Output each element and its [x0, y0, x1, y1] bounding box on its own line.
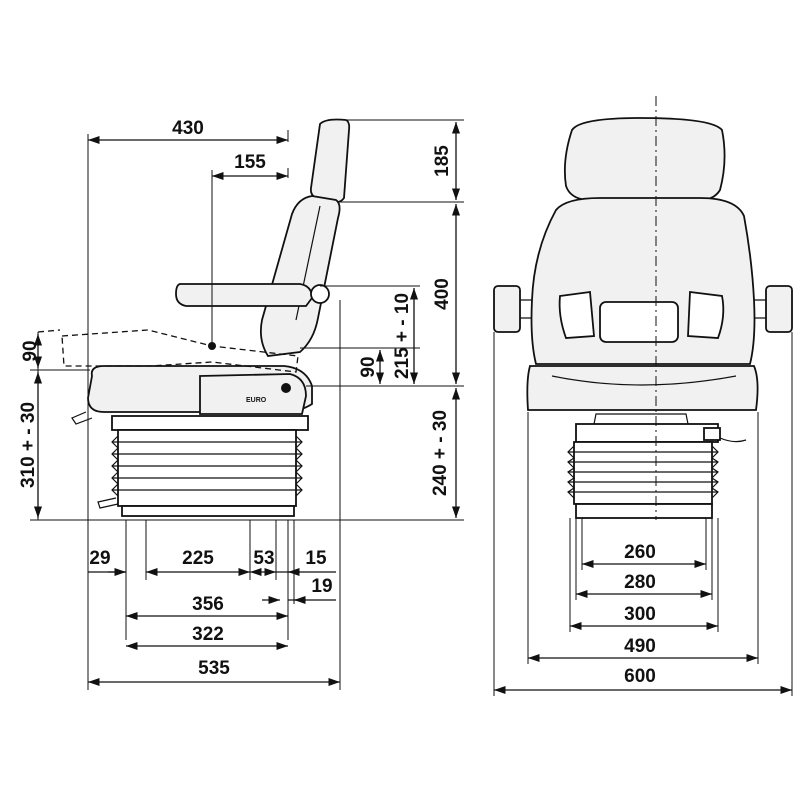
- dim-322: 322: [192, 624, 224, 645]
- dim-armrest-90: 90: [358, 356, 379, 377]
- dim-15: 15: [305, 548, 327, 569]
- logo-text: EURO: [246, 397, 267, 404]
- dim-356: 356: [192, 594, 224, 615]
- side-backrest: [259, 195, 341, 357]
- dim-tilt-90: 90: [20, 340, 41, 361]
- armrest-knob: [310, 284, 330, 304]
- front-bellows: [567, 441, 719, 505]
- front-lumbar-left: [558, 290, 595, 339]
- front-armrest-right: [765, 285, 793, 333]
- front-handle: [593, 413, 689, 425]
- tilted-cushion-outline: [61, 329, 299, 373]
- front-seat-cushion: [526, 365, 759, 411]
- dim-430: 430: [172, 118, 204, 139]
- side-headrest: [309, 118, 351, 204]
- dim-19: 19: [311, 576, 332, 597]
- dim-155: 155: [234, 152, 266, 173]
- dim-215: 215 + - 10: [392, 293, 413, 379]
- dim-490: 490: [624, 636, 656, 657]
- front-headrest: [563, 117, 726, 201]
- front-upper-plate: [575, 423, 719, 443]
- dim-260: 260: [624, 542, 656, 563]
- side-base-plate: [121, 505, 295, 517]
- side-armrest: [175, 283, 313, 307]
- dim-300: 300: [624, 604, 656, 625]
- dim-280: 280: [624, 572, 656, 593]
- side-lever: [71, 411, 93, 425]
- front-lumbar-center: [599, 301, 679, 343]
- front-lumbar-right: [687, 290, 725, 339]
- side-view-dimensions: 430 155 90 310 + - 30 29 225 53 15 19 35…: [18, 118, 464, 690]
- dim-29: 29: [89, 548, 110, 569]
- side-seat-mechanism: [199, 373, 307, 415]
- front-view-seat: [493, 96, 793, 520]
- dim-310: 310 + - 30: [18, 402, 39, 488]
- dim-225: 225: [182, 548, 214, 569]
- front-armrest-left: [493, 285, 521, 333]
- dim-600: 600: [624, 666, 656, 687]
- front-view-dimensions: 260 280 300 490 600: [493, 332, 793, 696]
- side-upper-plate: [111, 415, 309, 431]
- side-view-seat: EURO: [37, 118, 351, 517]
- side-bellows: [111, 429, 303, 507]
- front-base-plate: [575, 503, 713, 519]
- dim-400: 400: [432, 278, 453, 310]
- dim-240: 240 + - 30: [430, 410, 451, 496]
- dim-53: 53: [253, 548, 274, 569]
- dim-185: 185: [432, 145, 453, 177]
- dim-535: 535: [198, 658, 230, 679]
